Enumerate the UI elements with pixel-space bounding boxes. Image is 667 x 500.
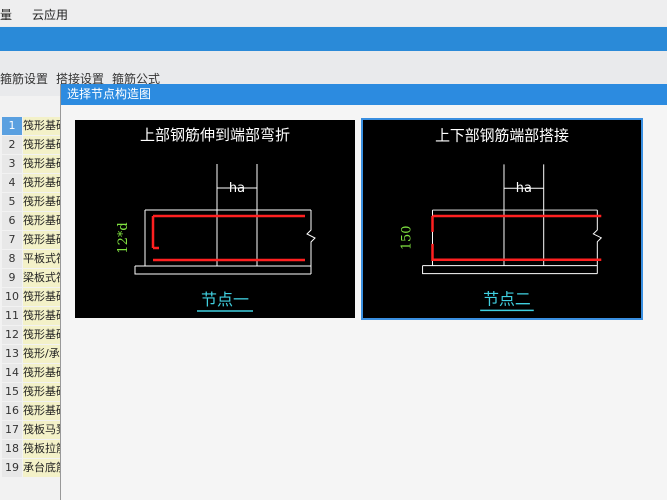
rebar-bottom: [431, 243, 602, 261]
row-name: 筏形基础: [23, 174, 63, 192]
row-number: 12: [2, 326, 22, 344]
row-number: 10: [2, 288, 22, 306]
dim-side: 150: [400, 226, 415, 251]
dim-ha: ha: [516, 181, 532, 196]
row-number: 15: [2, 383, 22, 401]
node-title: 上部钢筋伸到端部弯折: [140, 126, 290, 144]
dialog-title: 选择节点构造图: [61, 84, 667, 105]
row-name: 筏形基础: [23, 231, 63, 249]
concrete-outline: [422, 209, 603, 275]
row-name: 梁板式筏: [23, 269, 63, 287]
row-name: 筏形/承: [23, 345, 63, 363]
tab-stirrup-formula[interactable]: 箍筋公式: [112, 72, 161, 86]
node-option-2[interactable]: 上下部钢筋端部搭接 ha 150 节点二: [361, 118, 643, 320]
menu-bar: 量 云应用: [0, 0, 667, 26]
row-number: 2: [2, 136, 22, 154]
row-number: 13: [2, 345, 22, 363]
menu-item[interactable]: 量: [0, 8, 13, 22]
row-name: 筏形基础: [23, 155, 63, 173]
node-title: 上下部钢筋端部搭接: [435, 127, 569, 145]
concrete-outline: [134, 209, 316, 275]
row-name: 筏形基础: [23, 288, 63, 306]
node-diagram: 上部钢筋伸到端部弯折 ha 12*d 节点一: [116, 126, 316, 312]
row-number: 19: [2, 459, 22, 477]
dim-side: 12*d: [116, 222, 131, 253]
row-name: 筏形基础: [23, 212, 63, 230]
row-name: 筏形基础: [23, 383, 63, 401]
node-select-dialog: 选择节点构造图 上部钢筋伸到端部弯折 ha 12*d 节点一 上下部钢筋端部搭接…: [60, 84, 667, 500]
row-number: 18: [2, 440, 22, 458]
row-number: 6: [2, 212, 22, 230]
dim-ha: ha: [229, 181, 245, 196]
row-name: 筏形基础: [23, 307, 63, 325]
row-number: 16: [2, 402, 22, 420]
row-name: 筏形基础: [23, 326, 63, 344]
row-number: 8: [2, 250, 22, 268]
node-label: 节点一: [201, 290, 249, 309]
row-name: 筏板拉筋: [23, 440, 63, 458]
row-number: 1: [2, 117, 22, 135]
node-option-1[interactable]: 上部钢筋伸到端部弯折 ha 12*d 节点一: [75, 120, 355, 318]
menu-item-cloud[interactable]: 云应用: [32, 8, 69, 22]
row-number: 11: [2, 307, 22, 325]
row-number: 5: [2, 193, 22, 211]
row-name: 平板式筏: [23, 250, 63, 268]
rebar-top: [431, 214, 602, 232]
row-name: 筏形基础: [23, 136, 63, 154]
tab-lap-settings[interactable]: 搭接设置: [56, 72, 105, 86]
row-name: 承台底筋: [23, 459, 63, 477]
row-number: 4: [2, 174, 22, 192]
row-name: 筏形基础: [23, 117, 63, 135]
row-name: 筏形基础: [23, 193, 63, 211]
row-number: 17: [2, 421, 22, 439]
row-number: 7: [2, 231, 22, 249]
row-number: 14: [2, 364, 22, 382]
row-name: 筏形基础: [23, 402, 63, 420]
tab-stirrup-settings[interactable]: 箍筋设置: [0, 72, 49, 86]
row-name: 筏板马凳: [23, 421, 63, 439]
row-name: 筏形基础: [23, 364, 63, 382]
row-number: 9: [2, 269, 22, 287]
ribbon-bar: [0, 27, 667, 51]
node-label: 节点二: [483, 289, 531, 308]
row-number: 3: [2, 155, 22, 173]
node-diagram: 上下部钢筋端部搭接 ha 150 节点二: [400, 127, 603, 312]
rebar-hook: [151, 216, 159, 250]
